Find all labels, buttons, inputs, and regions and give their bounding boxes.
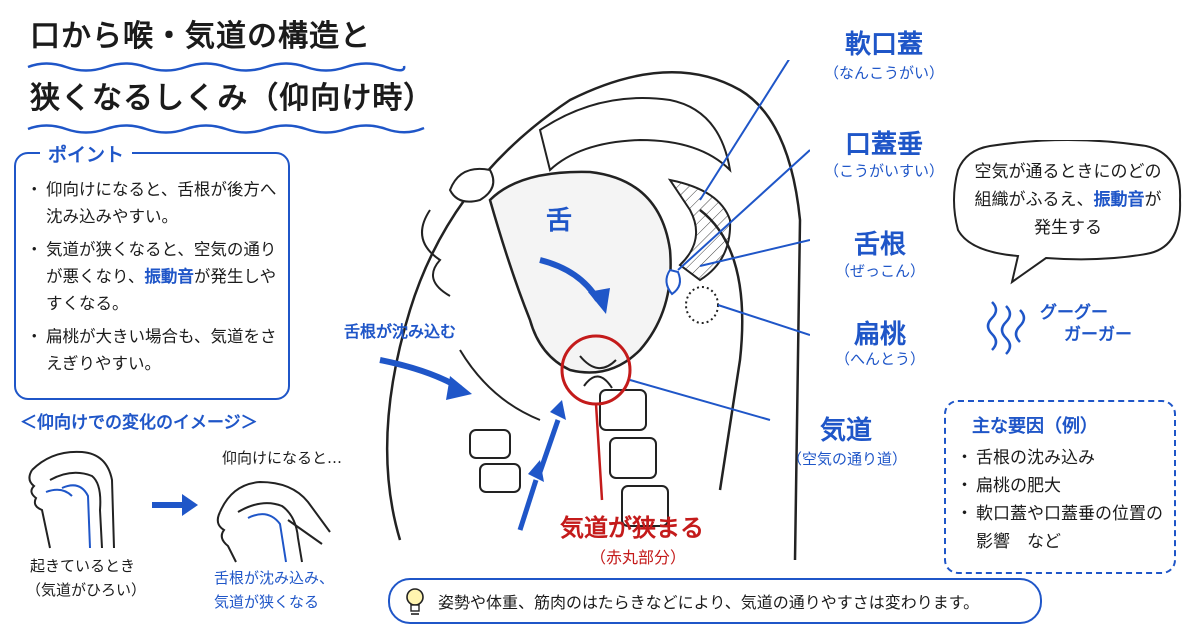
leader-tonsil [717, 304, 810, 336]
tonsil-shape [685, 286, 719, 324]
vibration-wave-icon [986, 301, 1026, 355]
lying-head-illustration [216, 480, 331, 563]
narrowing-subtitle: （赤丸部分） [590, 548, 687, 567]
footer-text: 姿勢や体重、筋肉のはたらきなどにより、気道の通りやすさは変わります。 [438, 593, 980, 612]
airway-cross-section-diagram [379, 60, 810, 560]
palate-ridge [538, 97, 732, 173]
skull-outline [385, 70, 802, 560]
points-header: ポイント [40, 140, 133, 167]
lips [421, 209, 451, 297]
cervical-vertebrae [469, 389, 669, 527]
throat-wall [699, 209, 744, 491]
label-tonsil-reading: （へんとう） [834, 350, 925, 368]
jaw-line [459, 349, 541, 421]
change-arrow-icon [152, 494, 198, 516]
factors-box [944, 400, 1176, 574]
page-title-line2: 狭くなるしくみ（仰向け時） [30, 81, 435, 116]
label-tongue-root: 舌根 [853, 230, 906, 260]
label-tongue-root-reading: （ぜっこん） [834, 262, 925, 280]
page-title-line1: 口から喉・気道の構造と [30, 19, 371, 54]
leader-uvula [677, 149, 810, 271]
leader-tongue-root [699, 239, 810, 267]
label-soft-palate-reading: （なんこうがい） [823, 64, 944, 82]
tongue-label: 舌 [546, 206, 573, 236]
comparison-header: ＜仰向けでの変化のイメージ＞ [20, 413, 258, 433]
label-soft-palate: 軟口蓋 [844, 30, 923, 60]
label-uvula-reading: （こうがいすい） [823, 162, 944, 180]
uvula-shape [665, 268, 681, 296]
airflow-arrow-icon [537, 419, 561, 473]
speech-bubble-shape [953, 140, 1182, 285]
label-tonsil: 扁桃 [853, 320, 906, 350]
result-caption-line1: 舌根が沈み込み、 [214, 569, 335, 587]
sinking-label: 舌根が沈み込む [344, 322, 457, 341]
title-underline-2 [27, 124, 425, 134]
leader-airway [629, 379, 771, 421]
factors-header: 主な要因（例） [972, 416, 1098, 437]
leader-soft-palate [699, 60, 790, 201]
lying-caption: 仰向けになると… [222, 449, 343, 467]
awake-caption-line2: （気道がひろい） [26, 581, 147, 599]
label-airway-reading: （空気の通り道） [786, 450, 907, 468]
upper-teeth [448, 168, 495, 203]
point-item: 仰向けになると、舌根が後方へ沈み込みやすい。 [26, 176, 278, 230]
label-airway: 気道 [819, 416, 872, 446]
label-uvula: 口蓋垂 [844, 130, 923, 160]
result-caption-line2: 気道が狭くなる [214, 593, 320, 611]
tongue-body [488, 170, 672, 374]
title-underline-1 [27, 62, 406, 72]
factors-list: 舌根の沈み込み 扁桃の肥大 軟口蓋や口蓋垂の位置の影響 など [956, 444, 1166, 556]
factor-item: 扁桃の肥大 [956, 472, 1166, 500]
lightbulb-icon [406, 588, 424, 615]
factor-item: 舌根の沈み込み [956, 444, 1166, 472]
narrowing-title: 気道が狭まる [560, 514, 704, 542]
point-item: 気道が狭くなると、空気の通りが悪くなり、振動音が発生しやすくなる。 [26, 236, 278, 317]
snore-sound-1: グーグー [1040, 303, 1108, 323]
point-item: 扁桃が大きい場合も、気道をさえぎりやすい。 [26, 323, 278, 377]
points-box [14, 152, 290, 400]
footer-note: 姿勢や体重、筋肉のはたらきなどにより、気道の通りやすさは変わります。 [388, 578, 1042, 624]
awake-caption-line1: 起きているとき [30, 557, 136, 575]
points-list: 仰向けになると、舌根が後方へ沈み込みやすい。 気道が狭くなると、空気の通りが悪く… [26, 176, 278, 383]
awake-head-illustration [28, 450, 115, 549]
snore-sound-2: ガーガー [1064, 325, 1132, 345]
factor-item: 軟口蓋や口蓋垂の位置の影響 など [956, 500, 1166, 556]
speech-bubble-text: 空気が通るときにのどの組織がふるえ、振動音が発生する [974, 162, 1162, 238]
